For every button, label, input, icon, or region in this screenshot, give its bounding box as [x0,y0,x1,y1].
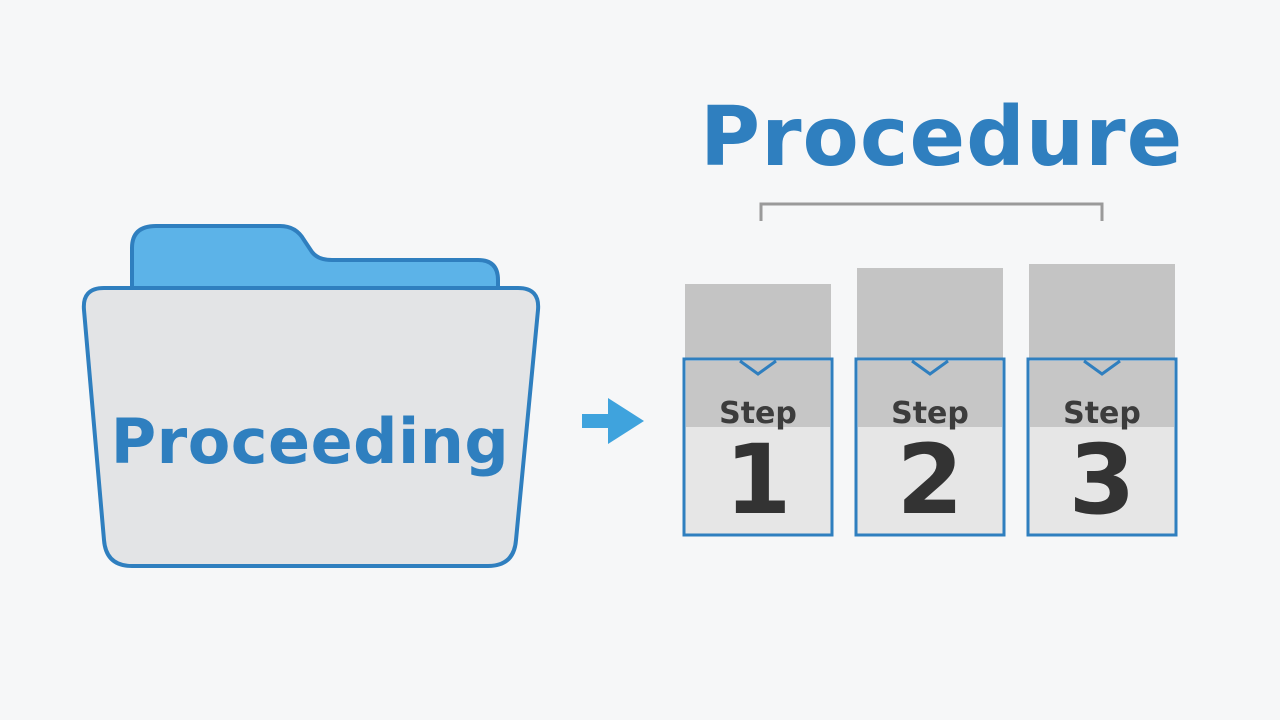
step-1-number: 1 [724,424,792,536]
procedure-title: Procedure [700,90,1184,185]
step-2-word: Step [891,396,969,431]
step-card-2 [854,268,1006,537]
step-3-word: Step [1063,396,1141,431]
folder-tab [130,224,500,294]
procedure-bracket [759,202,1104,221]
arrow-right-icon [582,398,644,444]
step-1-word: Step [719,396,797,431]
folder-label: Proceeding [110,405,510,478]
folder-icon [81,286,541,568]
step-card-3 [1026,264,1178,537]
step-2-number: 2 [896,424,964,536]
step-card-1 [682,284,834,537]
step-3-number: 3 [1068,424,1136,536]
